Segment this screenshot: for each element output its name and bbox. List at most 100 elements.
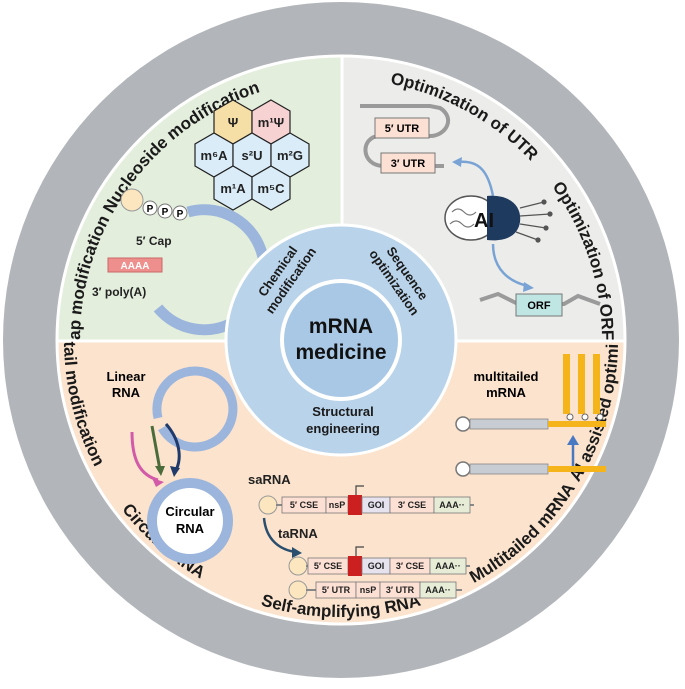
tarna-5cse-label: 5′ CSE [314,561,342,571]
sarna-polya [433,496,471,514]
mt-top-cap [455,416,471,432]
circular-rna-illustration: Linear RNA Circular RNA [106,366,238,564]
arrow-navy [164,423,181,471]
mt-top-body [469,418,549,430]
tail-link-3 [596,413,604,421]
replicase-nsp-label: nsP [360,585,377,595]
arrow-ai-to-orf [491,243,529,288]
tarna-polya [429,557,467,575]
utr5-box [374,117,430,139]
arrow-ai-to-utr-head [452,157,462,167]
brain-left-folds [449,208,477,228]
sarna-5cse-label: 5′ CSE [290,500,318,510]
arrow-ai-to-orf-head [523,282,534,292]
multitailed-line1: multitailed [473,369,538,384]
linear-rna-line2: RNA [112,385,141,400]
hexagon-m1psi-label: m¹Ψ [258,115,284,130]
polya-label: 3′ poly(A) [92,285,146,299]
structural-line2: engineering [306,421,380,436]
tail-1 [563,354,570,414]
tail-link-2 [581,413,589,421]
linear-rna-line1: Linear [106,369,145,384]
utr5-label: 5′ UTR [385,123,419,135]
center-disc [280,279,402,401]
tarna-polya-label: AAA·· [435,561,461,571]
hexagon-m1a-label: m¹A [220,181,246,196]
arrow-ai-to-utr [457,160,495,197]
hexagon-m2g-label: m²G [277,148,303,163]
circuit-lines-icon [515,199,553,243]
sarna-3cse-label: 3′ CSE [398,500,426,510]
inner-disc-border [55,54,627,626]
sarna-illustration: saRNA 5′ CSE nsP GOI 3′ CSE AAA·· taRNA … [248,472,474,600]
phosphate-3-label: P [177,209,184,220]
linear-rna-arc [152,366,238,452]
replicase-polya-label: AAA·· [425,585,451,595]
sarna-label: saRNA [248,472,291,487]
mt-bottom-tail [548,466,606,472]
brain-right-icon [487,195,521,241]
tarna-3cse-label: 3′ CSE [396,561,424,571]
tarna-goi-label: GOI [368,561,385,571]
arrow-green [150,425,162,471]
orf-box [515,293,563,317]
ai-label: AI [474,210,494,232]
polya-box-label: AAAA [121,261,150,272]
circuit-node-4 [535,237,541,243]
sarna-polya-label: AAA·· [439,500,465,510]
arrow-sarna-to-tarna-head [292,547,302,558]
arrow-green-head [155,466,165,476]
hexagon-cluster: Ψ m¹Ψ m⁶A s²U m²G m¹A m⁵C [194,99,310,211]
circuit-line-3 [519,223,547,229]
hexagon-psi-label: Ψ [228,115,239,130]
sarna-nsp-label: nsP [329,500,346,510]
phosphate-2 [157,203,173,219]
orf-label: ORF [527,300,551,312]
tarna-cap [288,556,308,576]
tarna-promoter [348,556,362,576]
multitailed-illustration: multitailed mRNA [455,354,606,477]
polya-box [107,257,163,273]
utr3-box [380,152,436,174]
sarna-goi-label: GOI [368,500,385,510]
circuit-line-1 [519,201,545,209]
multitailed-line2: mRNA [486,385,526,400]
structural-line1: Structural [312,404,373,419]
circular-rna-line2: RNA [176,521,205,536]
circuit-line-4 [515,231,539,241]
center-line1: mRNA [309,315,373,338]
cap-label: 5′ Cap [136,234,172,248]
sarna-promoter-arrow [355,485,364,495]
arrow-magenta [130,431,159,482]
sarna-cap [258,495,278,515]
arrow-magenta-head [152,478,164,487]
circular-rna-ring [147,478,233,564]
arrow-navy-head [170,466,180,477]
hexagon-m5c-label: m⁵C [257,181,285,196]
replicase-polya [419,581,457,599]
cap-circle [120,188,144,212]
circuit-node-1 [541,199,547,205]
circular-rna-line1: Circular [165,504,214,519]
mt-bottom-body [469,463,549,475]
cap-illustration: P P P 5′ Cap AAAA 3′ poly(A) [92,188,270,336]
circuit-node-3 [543,225,549,231]
phosphate-1 [142,200,158,216]
replicase-cap [288,580,308,600]
phosphate-3 [172,205,188,221]
phosphate-1-label: P [147,204,154,215]
tarna-promoter-arrow [355,546,364,556]
tarna-label: taRNA [278,526,318,541]
hexagon-m6a-label: m⁶A [201,148,229,163]
utr3-label: 3′ UTR [391,158,425,170]
tail-2 [578,354,585,414]
phosphate-2-label: P [162,207,169,218]
tail-link-1 [566,413,574,421]
hexagon-s2u-label: s²U [242,148,263,163]
mt-arrow-head [567,435,579,445]
center-line2: medicine [295,341,386,364]
hexagon-m5c [251,165,291,211]
replicase-3utr-label: 3′ UTR [386,585,415,595]
sarna-promoter [348,495,362,515]
